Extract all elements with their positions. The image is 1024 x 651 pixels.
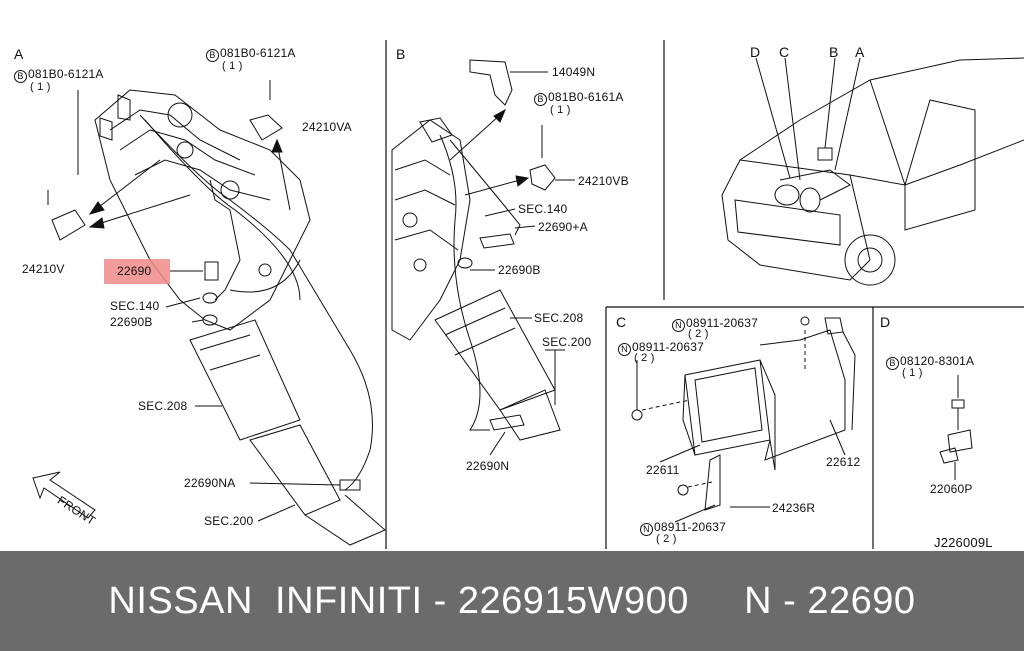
section-a-label: A [14, 46, 24, 62]
part-22612[interactable]: 22612 [826, 455, 861, 469]
part-24210v[interactable]: 24210V [22, 262, 65, 276]
vehicle-callout-c: C [779, 44, 790, 60]
vehicle-callout-a: A [855, 44, 865, 60]
part-22690n[interactable]: 22690N [466, 459, 510, 473]
footer-bar: NISSAN INFINITI - 226915W900 N - 22690 [0, 551, 1024, 651]
panel-b-engine [391, 59, 575, 456]
qty-c-left: ( 2 ) [634, 352, 655, 364]
vehicle-callout-d: D [750, 44, 761, 60]
part-22690b-b[interactable]: 22690B [498, 263, 541, 277]
nut-symbol-icon: N [640, 523, 653, 536]
highlight-marker [104, 259, 170, 284]
part-22611[interactable]: 22611 [646, 463, 680, 477]
diagram-drawing [32, 40, 1024, 549]
bolt-symbol-icon: B [886, 357, 899, 370]
panel-c-ecm [631, 316, 856, 523]
bolt-symbol-icon: B [534, 93, 547, 106]
qty-a-left: ( 1 ) [30, 81, 51, 93]
vehicle-outline [721, 57, 1024, 286]
sec-208-a: SEC.208 [138, 399, 188, 413]
qty-c-bottom: ( 2 ) [656, 533, 677, 545]
part-22690a[interactable]: 22690+A [538, 220, 588, 234]
nut-symbol-icon: N [672, 319, 685, 332]
section-b-label: B [396, 46, 406, 62]
panel-d-knock-sensor [939, 375, 973, 480]
diagram-id: J226009L [934, 535, 993, 550]
part-22690[interactable]: 22690 [117, 264, 152, 278]
footer-part-info: NISSAN INFINITI - 226915W900 N - 22690 [108, 579, 916, 622]
qty-b: ( 1 ) [550, 104, 571, 116]
part-24210va[interactable]: 24210VA [302, 120, 352, 134]
qty-c-top: ( 2 ) [688, 328, 709, 340]
panel-a-engine [32, 80, 386, 546]
part-14049n[interactable]: 14049N [552, 65, 596, 79]
bolt-symbol-icon: B [14, 70, 27, 83]
part-24236r[interactable]: 24236R [772, 501, 816, 515]
qty-d: ( 1 ) [902, 367, 923, 379]
part-22690na[interactable]: 22690NA [184, 476, 236, 490]
part-22060p[interactable]: 22060P [930, 482, 973, 496]
sec-140-b: SEC.140 [518, 202, 568, 216]
section-d-label: D [880, 314, 891, 330]
part-22690b-a[interactable]: 22690B [110, 315, 153, 329]
sec-208-b: SEC.208 [534, 311, 584, 325]
bolt-symbol-icon: B [206, 49, 219, 62]
sec-200-a: SEC.200 [204, 514, 254, 528]
vehicle-callout-b: B [829, 44, 839, 60]
part-24210vb[interactable]: 24210VB [578, 174, 629, 188]
sec-140-a: SEC.140 [110, 299, 160, 313]
section-c-label: C [616, 314, 627, 330]
qty-a-right: ( 1 ) [222, 60, 243, 72]
sec-200-b: SEC.200 [542, 335, 592, 349]
nut-symbol-icon: N [618, 343, 631, 356]
